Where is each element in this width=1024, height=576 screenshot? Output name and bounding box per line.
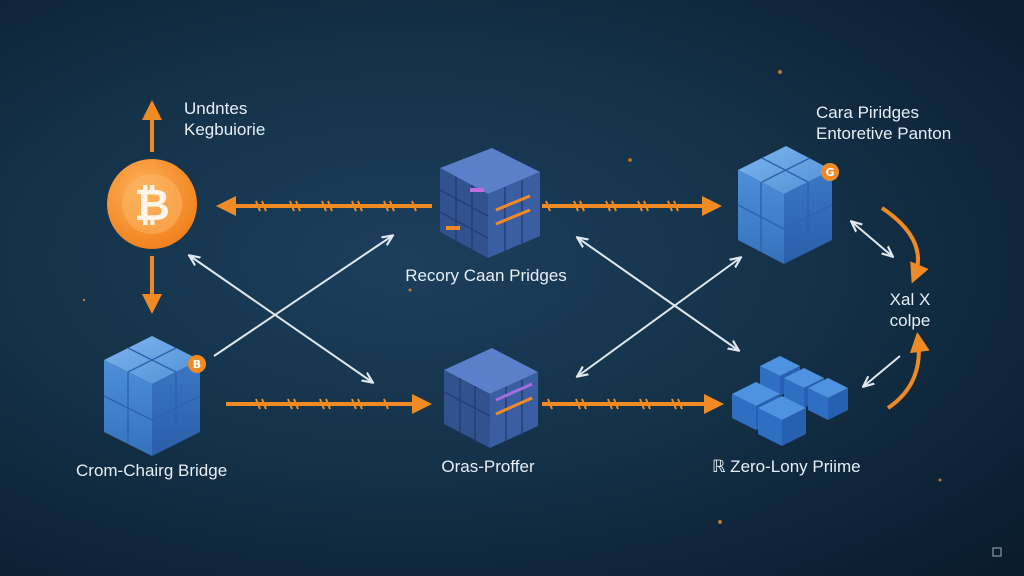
label-bottom-right: ℝ Zero-Lony Priime <box>712 457 861 476</box>
arrow-top-cube-to-top-right <box>542 196 722 216</box>
curve-arrow-bottom-right <box>886 332 930 410</box>
label-right-mid: Xal X colpe <box>870 289 950 331</box>
svg-text:B: B <box>193 358 201 371</box>
cross-chain-bridge-cube-icon: B <box>103 336 206 456</box>
svg-text:G: G <box>825 166 834 179</box>
recovery-chain-cube-icon <box>439 148 540 258</box>
label-top-left-line1: Undntes <box>184 99 248 118</box>
label-top-right: Cara Piridges Entoretive Panton <box>816 102 951 144</box>
oras-proffer-cube-icon <box>443 348 538 448</box>
zero-knowledge-cubes-icon <box>732 356 848 446</box>
arrow-bottom-center-to-bottom-right <box>542 394 724 414</box>
label-bottom-left: Crom-Chairg Bridge <box>76 461 228 480</box>
label-top-right-line1: Cara Piridges <box>816 103 919 122</box>
label-right-mid-line2: colpe <box>889 311 931 330</box>
arrow-coin-to-top-cube <box>216 196 432 216</box>
background-stars <box>82 70 942 524</box>
label-top-left: Undntes Kegbuiorie <box>184 98 265 140</box>
label-top-right-line2: Entoretive Panton <box>816 124 952 143</box>
label-right-mid-line1: Xal X <box>889 290 931 309</box>
label-bottom-center: Oras-Proffer <box>441 457 535 476</box>
white-cross-arrows <box>190 222 901 386</box>
arrow-bottom-left-to-bottom-center <box>226 394 432 414</box>
cara-bridges-cube-icon: G <box>737 146 839 264</box>
label-center-top: Recory Caan Pridges <box>405 266 567 285</box>
label-top-left-line2: Kegbuiorie <box>184 120 266 139</box>
coin-symbol: ₿ <box>134 180 170 231</box>
curve-arrow-top-right <box>880 206 929 284</box>
corner-mark-icon <box>992 547 1002 557</box>
bitcoin-coin-icon: ₿ <box>107 159 197 249</box>
